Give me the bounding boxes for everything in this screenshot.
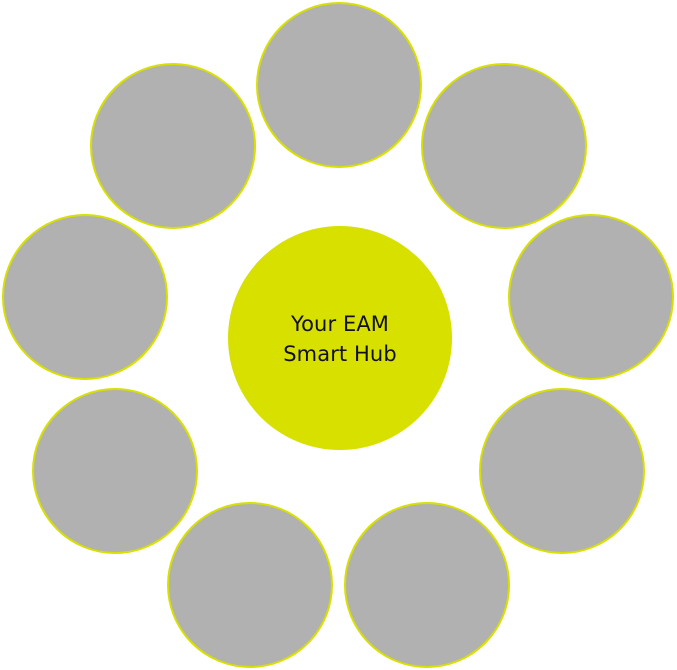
satellite-circle-left: [2, 214, 168, 380]
satellite-circle-bottom-right: [344, 502, 510, 668]
satellite-circle-top-left: [90, 63, 256, 229]
satellite-circle-right: [508, 214, 674, 380]
satellite-circle-lower-right: [479, 388, 645, 554]
satellite-circle-top-right: [421, 63, 587, 229]
hub-label-line-2: Smart Hub: [283, 342, 397, 366]
hub-label: Your EAM Smart Hub: [283, 309, 397, 369]
smart-hub-circle: Your EAM Smart Hub: [228, 226, 452, 450]
satellite-circle-lower-left: [32, 388, 198, 554]
hub-label-line-1: Your EAM: [290, 312, 390, 336]
satellite-circle-top: [256, 2, 422, 168]
satellite-circle-bottom-left: [167, 502, 333, 668]
